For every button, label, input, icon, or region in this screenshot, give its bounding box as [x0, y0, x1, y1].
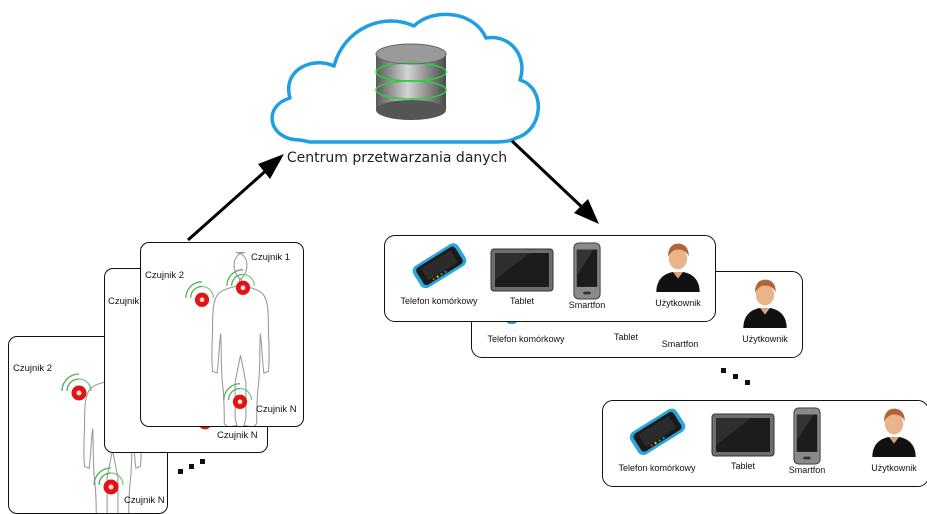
smartphone-device: Smartfon: [779, 407, 835, 475]
sensor-label: Czujnik: [108, 296, 140, 307]
phone-device: Telefon komórkowy: [480, 274, 572, 344]
cloud-label: Centrum przetwarzania danych: [286, 150, 508, 166]
smartphone-device: Smartfon: [650, 292, 710, 349]
smartphone-label: Smartfon: [568, 300, 606, 310]
arrow-to-cloud: [187, 165, 271, 242]
phone-device: Telefon komórkowy: [609, 407, 705, 473]
tablet-device: Tablet: [586, 288, 666, 342]
tablet-label: Tablet: [509, 296, 535, 306]
smartphone-label: Smartfon: [661, 339, 699, 349]
phone-label: Telefon komórkowy: [400, 296, 478, 306]
user-label: Użytkownik: [655, 298, 701, 308]
arrow-to-devices: [510, 139, 587, 212]
sensor-label: Czujnik 2: [145, 270, 185, 281]
phone-label: Telefon komórkowy: [487, 334, 565, 344]
database-icon: [375, 43, 447, 120]
sensor-label: Czujnik 2: [13, 363, 53, 374]
user-device: Użytkownik: [728, 278, 802, 344]
phone-device: Telefon komórkowy: [391, 242, 487, 306]
sensor-label: Czujnik 1: [251, 252, 291, 263]
device-panel-bottom: Telefon komórkowy Tablet Smartfon Użytko…: [602, 400, 927, 487]
device-panel-top: Telefon komórkowy Tablet Smartfon Użytko…: [384, 235, 716, 322]
smartphone-label: Smartfon: [788, 465, 826, 475]
user-device: Użytkownik: [643, 242, 713, 308]
smartphone-device: Smartfon: [559, 242, 615, 310]
user-device: Użytkownik: [859, 407, 927, 473]
user-label: Użytkownik: [871, 463, 917, 473]
phone-label: Telefon komórkowy: [618, 463, 696, 473]
tablet-label: Tablet: [730, 461, 756, 471]
sensor-label: Czujnik N: [217, 430, 258, 441]
tablet-device: Tablet: [710, 413, 776, 471]
user-label: Użytkownik: [742, 334, 788, 344]
sensor-label: Czujnik N: [256, 404, 297, 415]
sensor-label: Czujnik N: [124, 495, 165, 506]
tablet-device: Tablet: [489, 248, 555, 306]
sensor-card-front: Czujnik 2 Czujnik 1 Czujnik N: [140, 242, 304, 427]
tablet-label: Tablet: [613, 332, 639, 342]
